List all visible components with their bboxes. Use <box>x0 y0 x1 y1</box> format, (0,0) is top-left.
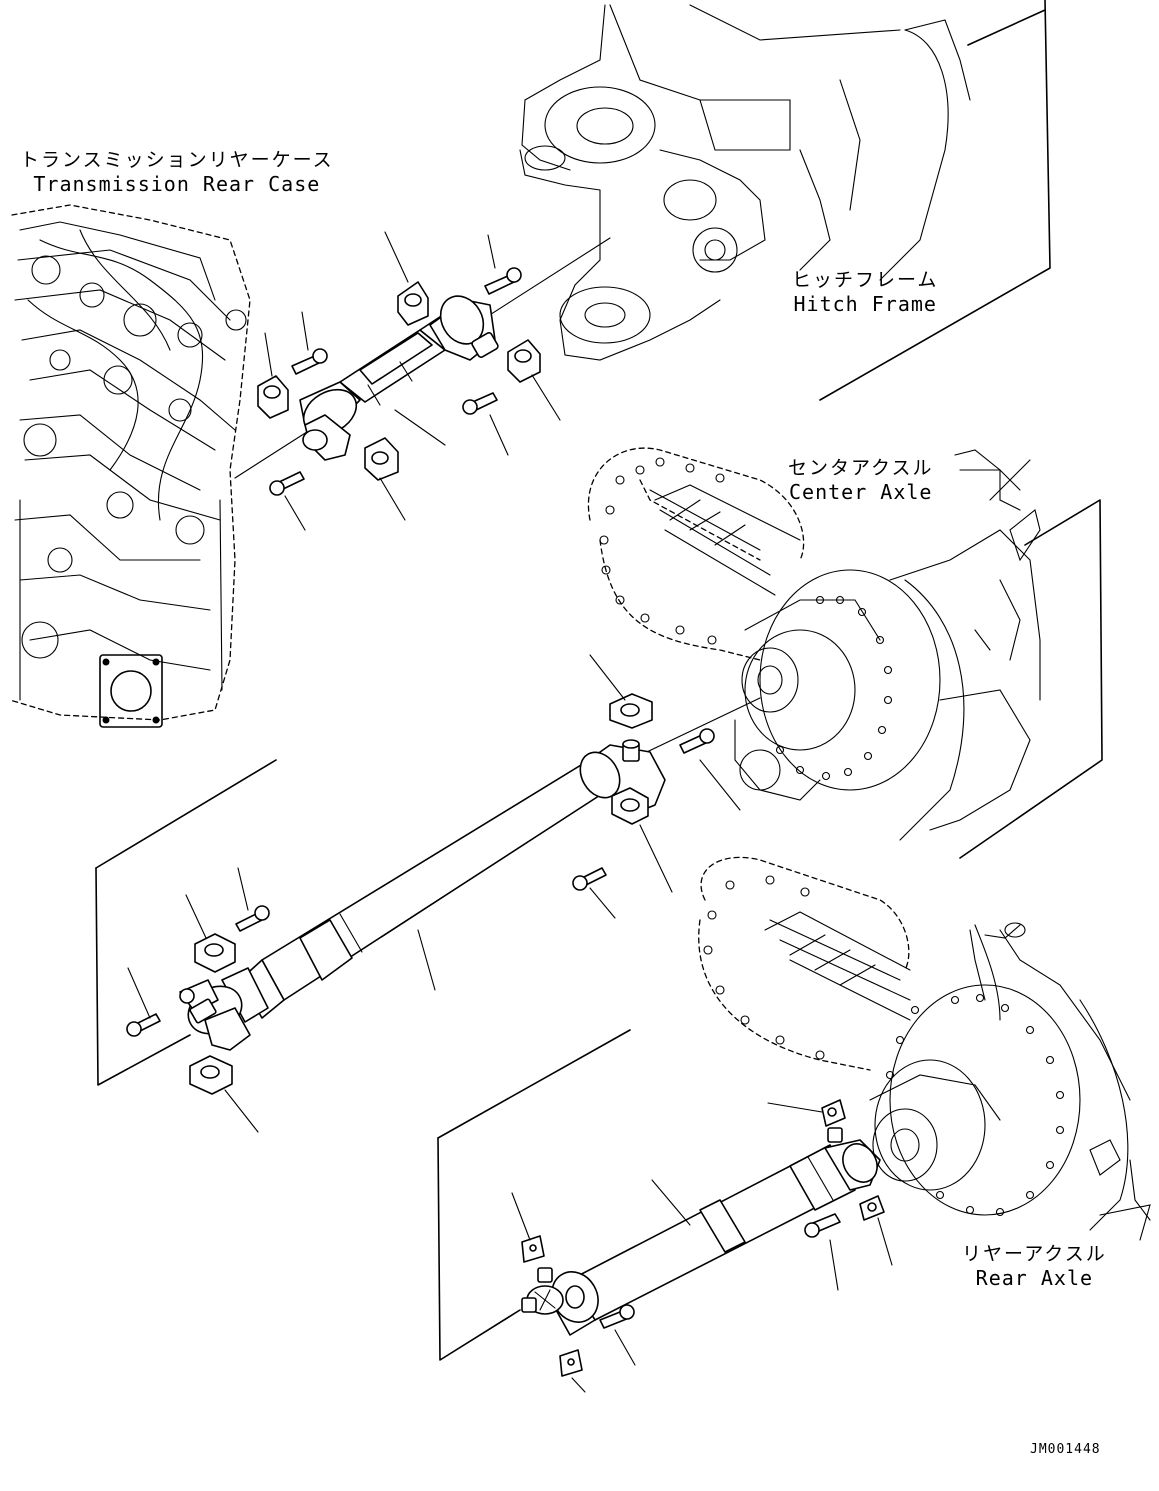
center-axle-label-jp: センタアクスル <box>788 457 934 479</box>
center-shaft-centerline <box>629 697 761 761</box>
center-shaft-frame-left <box>95 867 191 1086</box>
transmission-illustration <box>9 204 251 728</box>
rear-axle-illustration <box>698 856 1151 1241</box>
rear-axle-label-jp: リヤーアクスル <box>962 1243 1107 1265</box>
center-leader-lines <box>127 654 741 1133</box>
drawing-code: JM001448 <box>1030 1442 1101 1457</box>
transmission-rear-case-label: トランスミッションリヤーケース Transmission Rear Case <box>20 148 334 196</box>
rear-axle-label-en: Rear Axle <box>975 1266 1094 1290</box>
transmission-rear-case-label-en: Transmission Rear Case <box>33 172 321 196</box>
rear-drive-shaft <box>521 1127 881 1336</box>
rear-axle-label: リヤーアクスル Rear Axle <box>962 1242 1107 1290</box>
center-shaft-frame <box>95 759 277 869</box>
transmission-rear-case-label-jp: トランスミッションリヤーケース <box>20 149 334 171</box>
hitch-frame-illustration <box>519 4 971 361</box>
center-axle-illustration <box>587 447 1041 841</box>
hitch-frame-outline <box>819 0 1051 401</box>
center-axle-label: センタアクスル Center Axle <box>788 456 933 504</box>
rear-leader-lines <box>511 1102 893 1393</box>
hitch-frame-outline-top <box>967 9 1046 46</box>
rear-axle-outline <box>437 1029 631 1139</box>
hitch-frame-label-en: Hitch Frame <box>793 292 937 316</box>
front-leader-lines <box>264 231 561 531</box>
rear-axle-outline-left <box>437 1137 521 1361</box>
hitch-frame-label-jp: ヒッチフレーム <box>792 269 939 291</box>
rear-shaft-hardware <box>521 1099 885 1377</box>
front-shaft-hardware <box>257 267 541 496</box>
hitch-frame-label: ヒッチフレーム Hitch Frame <box>792 268 938 316</box>
center-shaft-hardware <box>126 693 715 1095</box>
center-axle-outline <box>959 499 1103 859</box>
center-axle-label-en: Center Axle <box>789 480 933 504</box>
center-drive-shaft <box>179 739 666 1051</box>
front-drive-shaft <box>299 295 499 461</box>
